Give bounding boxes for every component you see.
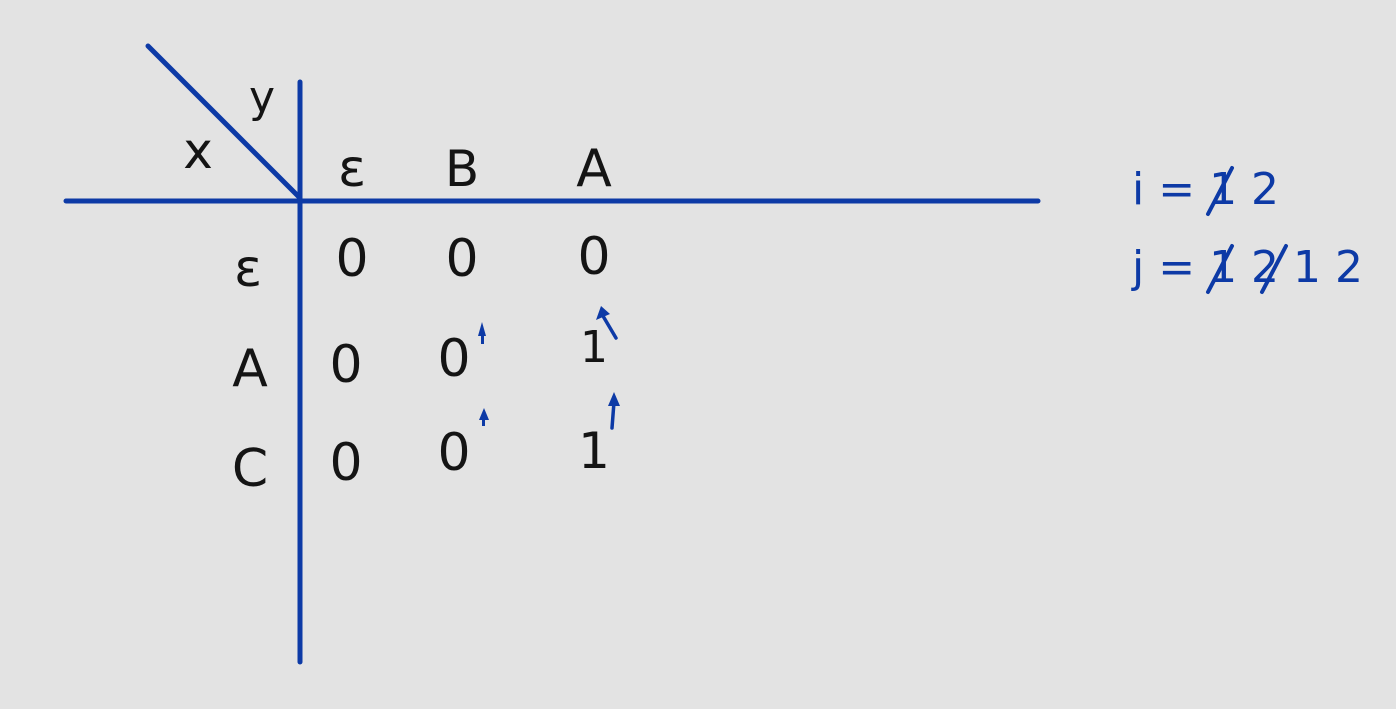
column-header-b: B [445, 140, 479, 198]
cell-r0-c2: 0 [577, 227, 610, 287]
cell-r2-c1: 0 [437, 423, 470, 483]
cell-r1-c1: 0 [437, 329, 470, 389]
column-header-epsilon: ε [338, 139, 366, 199]
cell-r2-c0: 0 [329, 433, 362, 493]
column-header-a: A [576, 139, 612, 199]
i-strike-mark [1206, 166, 1234, 216]
corner-y-label: y [249, 72, 275, 123]
cell-r0-c1: 0 [445, 229, 478, 289]
corner-x-label: x [183, 122, 213, 180]
j-strike-mark [1260, 244, 1288, 294]
corner-diagonal-line [145, 43, 303, 201]
row-header-c: C [232, 439, 268, 499]
cell-r1-c2: 1 [580, 322, 608, 373]
arrow-markers [478, 306, 620, 430]
i-counter-note: i = 1 2 [1132, 164, 1279, 215]
cell-r0-c0: 0 [335, 229, 368, 289]
arrow-up-icon [478, 322, 486, 336]
arrow-up-left-icon-stem [601, 314, 618, 340]
table-grid [63, 43, 1041, 665]
arrow-up-icon [479, 408, 489, 420]
cell-r1-c0: 0 [329, 335, 362, 395]
row-header-a: A [232, 339, 268, 399]
side-notes: i = 1 2 j = 1 2 1 2 [1131, 164, 1363, 294]
j-counter-note: j = 1 2 1 2 [1131, 242, 1363, 293]
arrow-up-icon-stem [610, 400, 616, 430]
cell-r2-c2: 1 [578, 422, 610, 480]
arrow-up-icon [608, 392, 620, 406]
arrow-up-icon-stem [481, 334, 484, 344]
j-strike-mark [1206, 244, 1234, 294]
row-header-epsilon: ε [234, 239, 262, 299]
arrow-up-left-icon [596, 306, 610, 320]
arrow-up-icon-stem [482, 418, 485, 426]
